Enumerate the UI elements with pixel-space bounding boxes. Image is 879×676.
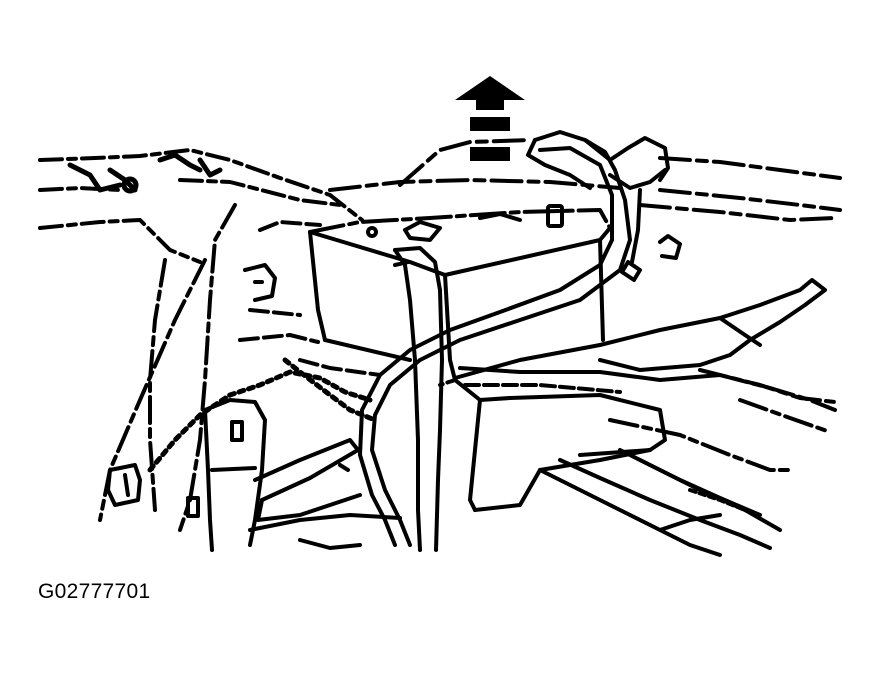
air-intake-duct bbox=[458, 278, 827, 394]
wheel-well bbox=[538, 448, 782, 557]
hold-down-bracket bbox=[393, 246, 444, 552]
positive-terminal bbox=[546, 204, 564, 228]
battery-cable bbox=[358, 130, 670, 547]
left-inner-fender bbox=[98, 203, 237, 532]
left-connector bbox=[106, 263, 277, 507]
relay-bracket bbox=[186, 398, 402, 552]
figure-code: G02777701 bbox=[38, 580, 151, 603]
left-fender-outline bbox=[38, 148, 364, 264]
wiring-harness bbox=[147, 357, 378, 473]
up-arrow-icon bbox=[455, 76, 525, 161]
fender-clips bbox=[67, 152, 223, 194]
right-fender-arcs bbox=[608, 368, 837, 472]
battery bbox=[308, 204, 612, 382]
cowl-outline bbox=[328, 138, 842, 222]
negative-terminal bbox=[403, 220, 442, 242]
ground-connector bbox=[620, 188, 682, 282]
battery-tray bbox=[438, 378, 667, 512]
inner-panel-lines bbox=[238, 220, 382, 377]
